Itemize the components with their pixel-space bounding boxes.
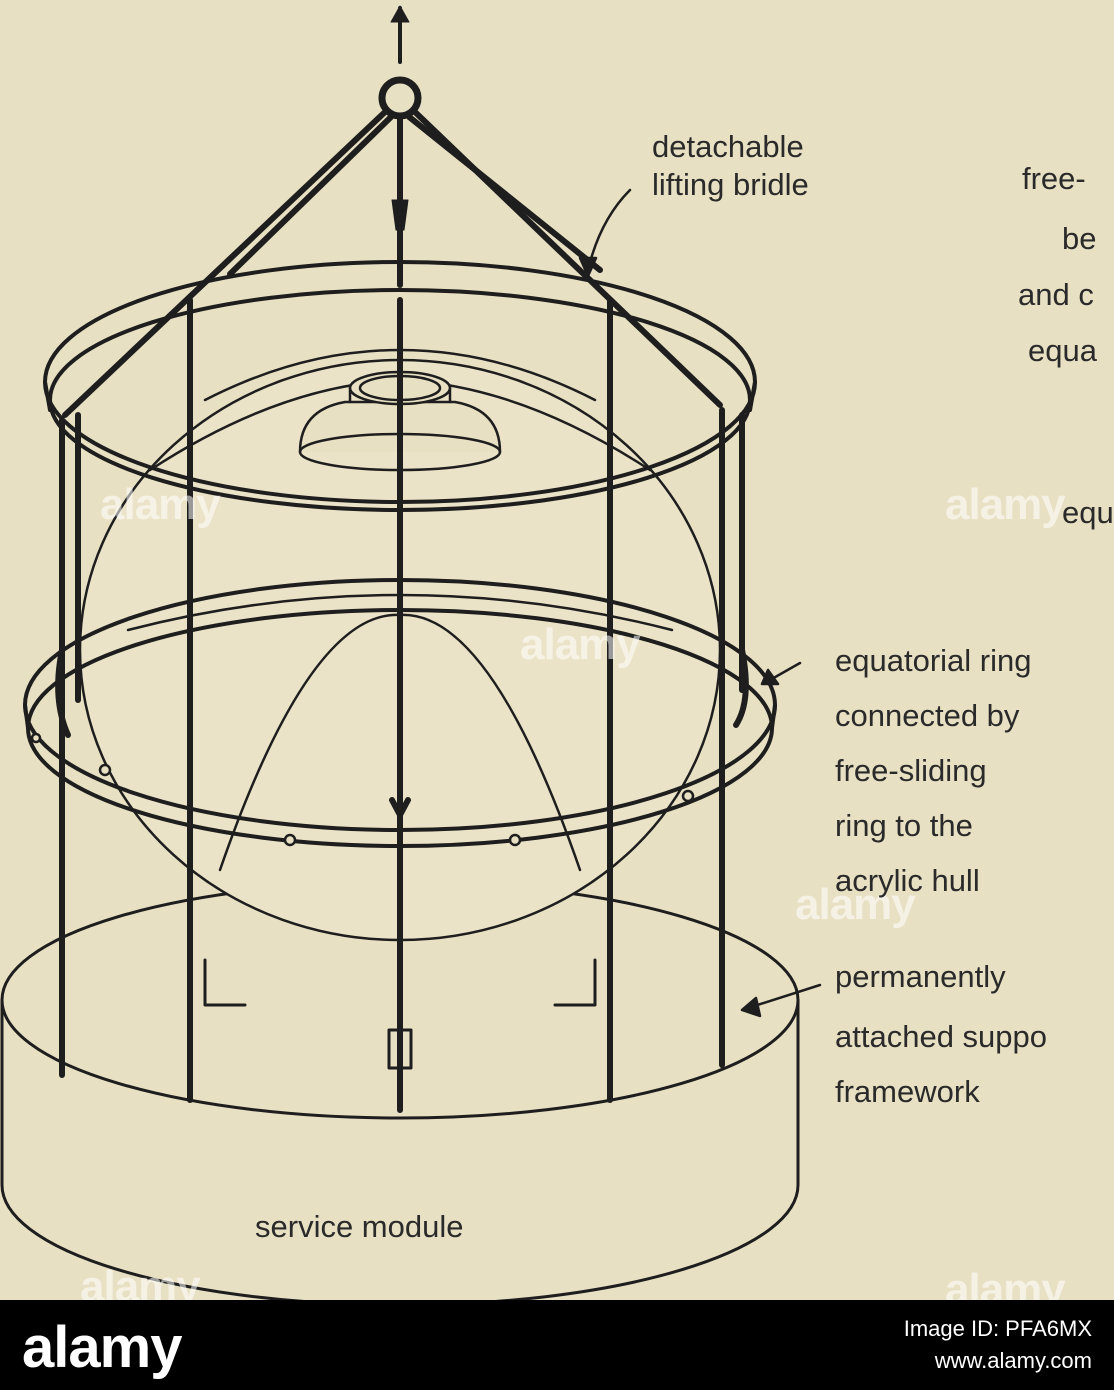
label-attached-support: attached suppo (835, 1019, 1048, 1054)
footer-bar: alamy Image ID: PFA6MX www.alamy.com (0, 1300, 1114, 1390)
watermark-text: alamy (945, 480, 1066, 529)
rod-clip (391, 199, 409, 231)
label-connected-by: connected by (835, 698, 1020, 733)
submersible-cage-drawing (0, 5, 822, 1300)
label-partial-2: be (1062, 221, 1097, 256)
footer-logo: alamy (22, 1315, 182, 1380)
ring-bolts (30, 732, 695, 847)
label-partial-3: and c (1018, 277, 1094, 312)
label-partial-1: free- (1022, 161, 1086, 196)
label-partial-5: equ (1062, 495, 1114, 530)
ring-leader (768, 661, 802, 682)
watermark-text: alamy (100, 480, 221, 529)
label-detachable: detachable (652, 129, 804, 164)
equatorial-ring (23, 578, 777, 848)
label-lifting-bridle: lifting bridle (652, 167, 809, 202)
base-bracket-right (553, 958, 597, 1007)
leader-arrows (578, 188, 822, 1018)
label-service-module: service module (255, 1209, 464, 1244)
diagram-area: alamy alamy alamy alamy alamy alamy deta… (0, 5, 1114, 1314)
label-ring-to-the: ring to the (835, 808, 973, 843)
label-acrylic-hull: acrylic hull (835, 863, 980, 898)
image-id: Image ID: PFA6MX (903, 1316, 1092, 1341)
label-equatorial-ring: equatorial ring (835, 643, 1032, 678)
label-free-sliding: free-sliding (835, 753, 987, 788)
label-framework: framework (835, 1074, 980, 1109)
frame-leader (746, 983, 822, 1010)
support-rods (59, 297, 745, 1113)
watermark-text: alamy (795, 880, 916, 929)
footer-url: www.alamy.com (934, 1348, 1092, 1373)
label-permanently: permanently (835, 959, 1006, 994)
watermark-text: alamy (520, 620, 641, 669)
ring-hooks (55, 647, 749, 818)
label-partial-4: equa (1028, 333, 1097, 368)
lifting-bridle (62, 109, 723, 418)
base-bracket-left (203, 958, 247, 1007)
lift-arrow-head (390, 5, 410, 23)
